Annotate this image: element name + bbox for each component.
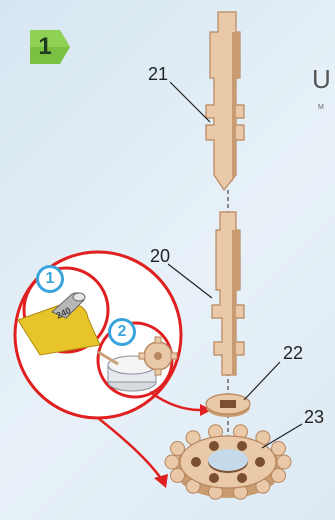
callout-badge-1: 1 — [36, 265, 64, 293]
arrow-to-part-23 — [98, 418, 162, 480]
step-badge: 1 — [30, 30, 70, 64]
part-20-shaft — [212, 212, 244, 375]
part-label-21: 21 — [148, 64, 168, 85]
leader-line-21 — [170, 82, 210, 122]
part-label-22: 22 — [283, 343, 303, 364]
step-number: 1 — [30, 30, 60, 64]
part-label-23: 23 — [304, 407, 324, 428]
leader-line-20 — [168, 264, 212, 298]
brand-logo-small: M — [318, 104, 324, 111]
callout-badge-2: 2 — [108, 318, 136, 346]
part-21-shaft — [206, 12, 244, 190]
part-label-20: 20 — [150, 246, 170, 267]
arrow-head — [154, 474, 168, 488]
leader-line-22 — [244, 362, 280, 400]
part-22-ring — [206, 394, 250, 417]
gear-tooth — [165, 455, 179, 469]
brand-logo-letter: U — [312, 64, 331, 95]
part-23-gear — [165, 425, 291, 499]
gear-tooth — [277, 455, 291, 469]
